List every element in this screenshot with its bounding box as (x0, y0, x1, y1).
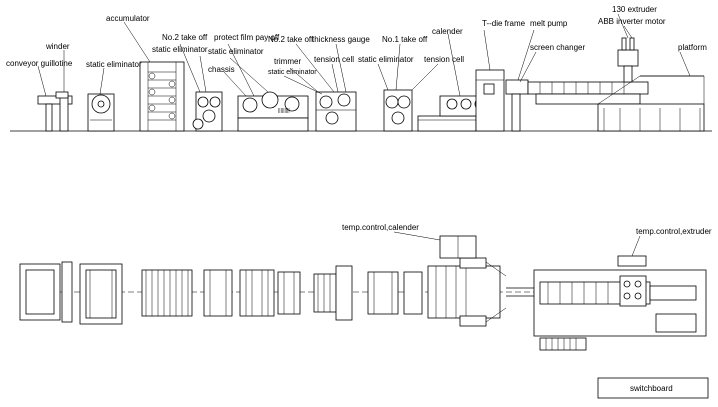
plan-trimmer-group (313, 265, 353, 321)
plan-calender (427, 257, 507, 327)
label-t-die-frame: T--die frame (482, 19, 526, 28)
side-elevation: ||||||||| (6, 5, 712, 132)
label-chassis: chassis (208, 65, 235, 74)
svg-text:|||||||||: ||||||||| (278, 108, 290, 114)
t-die-frame (475, 69, 505, 132)
switchboard-box (597, 377, 709, 399)
plan-view: temp.control,calender temp.control,extru… (19, 223, 712, 399)
melt-pump-screen-changer (505, 79, 529, 132)
winder-machine (87, 93, 115, 132)
label-no2-take-off-top: No.2 take off (162, 33, 208, 42)
label-switchboard: switchboard (630, 384, 673, 393)
chassis-frame: ||||||||| (192, 91, 309, 132)
plan-winder (79, 263, 123, 325)
plan-no1-take-off (367, 271, 423, 315)
label-static-eliminator-2: static eliminator (152, 45, 208, 54)
platform-structure (597, 75, 705, 132)
label-accumulator: accumulator (106, 14, 150, 23)
label-protect-film-pay-off: protect film pay off (214, 33, 280, 42)
label-no1-take-off: No.1 take off (382, 35, 428, 44)
no1-take-off (383, 89, 413, 132)
label-calender: calender (432, 27, 463, 36)
label-platform: platform (678, 43, 707, 52)
label-tension-cell-1: tension cell (314, 55, 354, 64)
conveyor-guillotine-machine (37, 91, 73, 132)
label-melt-pump: melt pump (530, 19, 568, 28)
leader-lines (37, 13, 691, 97)
label-screen-changer: screen changer (530, 43, 585, 52)
label-static-eliminator-1: static eliminator (86, 60, 142, 69)
label-tension-cell-2: tension cell (424, 55, 464, 64)
accumulator-machine (139, 61, 185, 132)
label-temp-control-extruder: temp.control,extruder (636, 227, 712, 236)
label-conveyor-guillotine: conveyor guillotine (6, 59, 73, 68)
label-winder: winder (45, 42, 70, 51)
label-static-eliminator-5: static eliminator (358, 55, 414, 64)
plan-take-off-group (203, 269, 301, 317)
trimmer-and-gauge (315, 91, 357, 132)
temp-control-calender-box (393, 231, 477, 259)
plan-guillotine (19, 261, 73, 323)
label-130-extruder: 130 extruder (612, 5, 657, 14)
temp-control-extruder-box (617, 235, 647, 267)
plan-extruder-platform (533, 269, 707, 351)
extruder-130 (527, 37, 649, 105)
label-no2-take-off: No.2 take off (268, 35, 314, 44)
label-static-eliminator-3: static eliminator (208, 47, 264, 56)
label-static-eliminator-4: static eliminator (268, 69, 317, 76)
label-abb-inverter-motor: ABB inverter motor (598, 17, 666, 26)
label-trimmer: trimmer (274, 57, 301, 66)
label-temp-control-calender: temp.control,calender (342, 223, 419, 232)
cooling-conveyor (417, 115, 477, 132)
label-thickness-gauge: thickness gauge (312, 35, 370, 44)
plan-accumulator (141, 269, 193, 317)
